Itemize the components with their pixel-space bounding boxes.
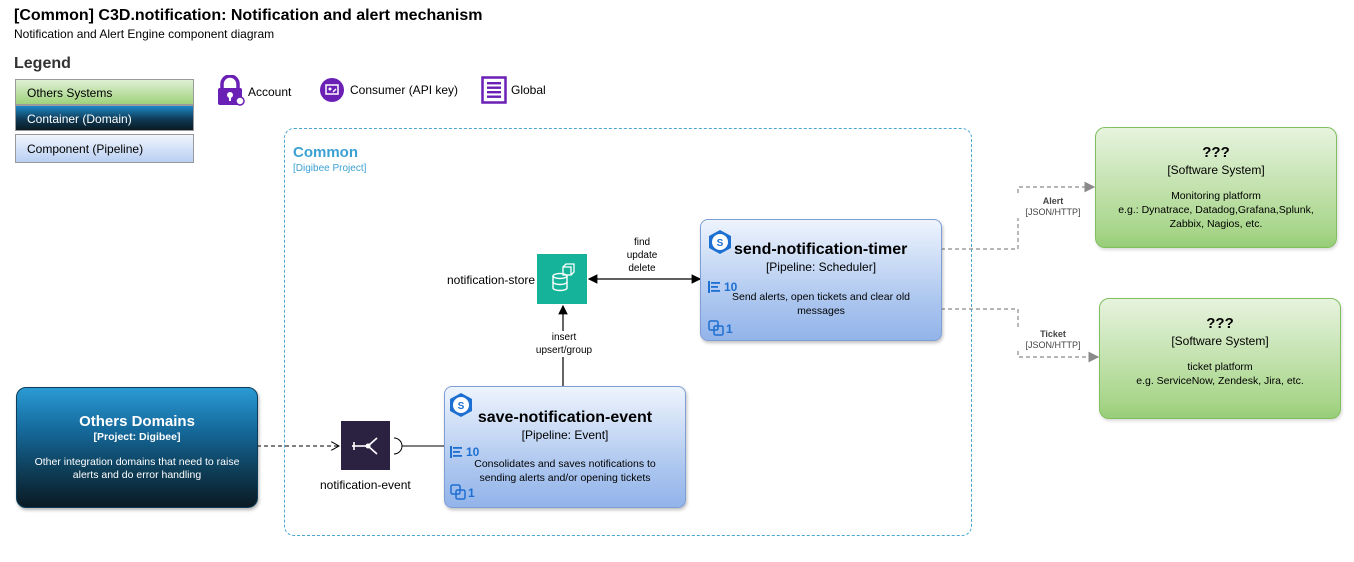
event-queue-icon: [341, 421, 390, 470]
database-icon: [537, 254, 587, 304]
boundary-type: [Digibee Project]: [293, 163, 367, 174]
domain-name: Others Domains: [79, 413, 195, 430]
diagram-subtitle: Notification and Alert Engine component …: [14, 27, 275, 41]
domain-description: Other integration domains that need to r…: [17, 456, 257, 482]
edge-ticket-name: Ticket: [1040, 329, 1066, 339]
pipeline-description-line: messages: [797, 305, 845, 317]
replicas-icon: [708, 280, 722, 299]
domain-description-line: alerts and do error handling: [72, 469, 202, 481]
instances-count: 1: [468, 486, 475, 500]
pipeline-type: [Pipeline: Scheduler]: [765, 260, 877, 274]
others-domains-container[interactable]: Others Domains [Project: Digibee] Other …: [16, 387, 258, 508]
replicas-count: 10: [466, 445, 480, 459]
domain-description-line: Other integration domains that need to r…: [34, 456, 240, 468]
edge-alert-label: Alert [JSON/HTTP]: [1015, 196, 1091, 218]
legend-title: Legend: [14, 55, 71, 72]
edge-ticket-tech: [JSON/HTTP]: [1025, 340, 1081, 350]
pipeline-description: Send alerts, open tickets and clear old …: [711, 290, 931, 318]
system-type: [Software System]: [1171, 334, 1269, 348]
instances-icon: [450, 484, 466, 505]
edge-op-find: find: [633, 237, 651, 248]
pipeline-badge-icon: S: [448, 392, 474, 423]
legend-container-domain: Container (Domain): [15, 105, 194, 131]
system-type: [Software System]: [1167, 163, 1265, 177]
monitoring-platform-system[interactable]: ??? [Software System] Monitoring platfor…: [1095, 127, 1337, 248]
svg-text:S: S: [458, 401, 465, 412]
edge-op-insert: insert: [551, 332, 577, 343]
send-notification-timer-component[interactable]: S send-notification-timer [Pipeline: Sch…: [700, 219, 942, 341]
replicas-icon: [450, 445, 464, 464]
diagram-title: [Common] C3D.notification: Notification …: [14, 7, 483, 24]
system-description: ticket platform e.g. ServiceNow, Zendesk…: [1100, 360, 1340, 388]
system-description-line: Monitoring platform: [1171, 190, 1261, 202]
edge-op-update: update: [626, 250, 658, 261]
ticket-platform-system[interactable]: ??? [Software System] ticket platform e.…: [1099, 298, 1341, 419]
legend-account-label: Account: [248, 85, 292, 99]
edge-queue-socket: [393, 437, 403, 455]
legend-component-pipeline: Component (Pipeline): [15, 134, 194, 163]
svg-text:S: S: [717, 238, 724, 249]
edge-op-upsert: upsert/group: [535, 345, 593, 356]
api-key-icon: [319, 77, 349, 107]
replicas-count: 10: [724, 280, 738, 294]
edge-event-store-label: insert upsert/group: [521, 331, 607, 357]
system-name: ???: [1206, 315, 1234, 332]
instances-icon: [708, 320, 724, 341]
instances-count: 1: [726, 322, 733, 336]
boundary-name: Common: [293, 144, 358, 161]
pipeline-description-line: Consolidates and saves notifications to: [474, 458, 656, 470]
pipeline-name: send-notification-timer: [734, 241, 908, 258]
pipeline-name: save-notification-event: [477, 409, 653, 426]
system-description-line: e.g.: Dynatrace, Datadog,Grafana,Splunk,: [1118, 204, 1314, 216]
edge-alert-name: Alert: [1042, 196, 1064, 206]
legend-global-label: Global: [511, 83, 546, 97]
edge-ticket-label: Ticket [JSON/HTTP]: [1015, 329, 1091, 351]
pipeline-description-line: sending alerts and/or opening tickets: [479, 472, 651, 484]
pipeline-badge-icon: S: [707, 229, 733, 260]
lock-icon: [215, 74, 245, 106]
pipeline-description: Consolidates and saves notifications to …: [455, 457, 675, 485]
edge-alert-tech: [JSON/HTTP]: [1025, 207, 1081, 217]
system-description-line: Zabbix, Nagios, etc.: [1169, 218, 1263, 230]
notification-store-label: notification-store: [447, 273, 536, 287]
domain-type: [Project: Digibee]: [93, 431, 181, 443]
save-notification-event-component[interactable]: S save-notification-event [Pipeline: Eve…: [444, 386, 686, 508]
common-boundary: [284, 128, 972, 536]
system-description-line: e.g. ServiceNow, Zendesk, Jira, etc.: [1136, 375, 1304, 387]
legend-others-systems: Others Systems: [15, 79, 194, 105]
legend-consumer-label: Consumer (API key): [350, 83, 459, 97]
pipeline-type: [Pipeline: Event]: [521, 428, 609, 442]
notification-event-label: notification-event: [320, 478, 411, 492]
edge-alert: [941, 181, 1096, 250]
global-list-icon: [481, 76, 511, 106]
system-name: ???: [1202, 144, 1230, 161]
system-description-line: ticket platform: [1187, 361, 1253, 373]
pipeline-description-line: Send alerts, open tickets and clear old: [731, 291, 911, 303]
system-description: Monitoring platform e.g.: Dynatrace, Dat…: [1096, 189, 1336, 231]
edge-op-delete: delete: [628, 263, 656, 274]
edge-store-timer-label: find update delete: [612, 236, 672, 275]
